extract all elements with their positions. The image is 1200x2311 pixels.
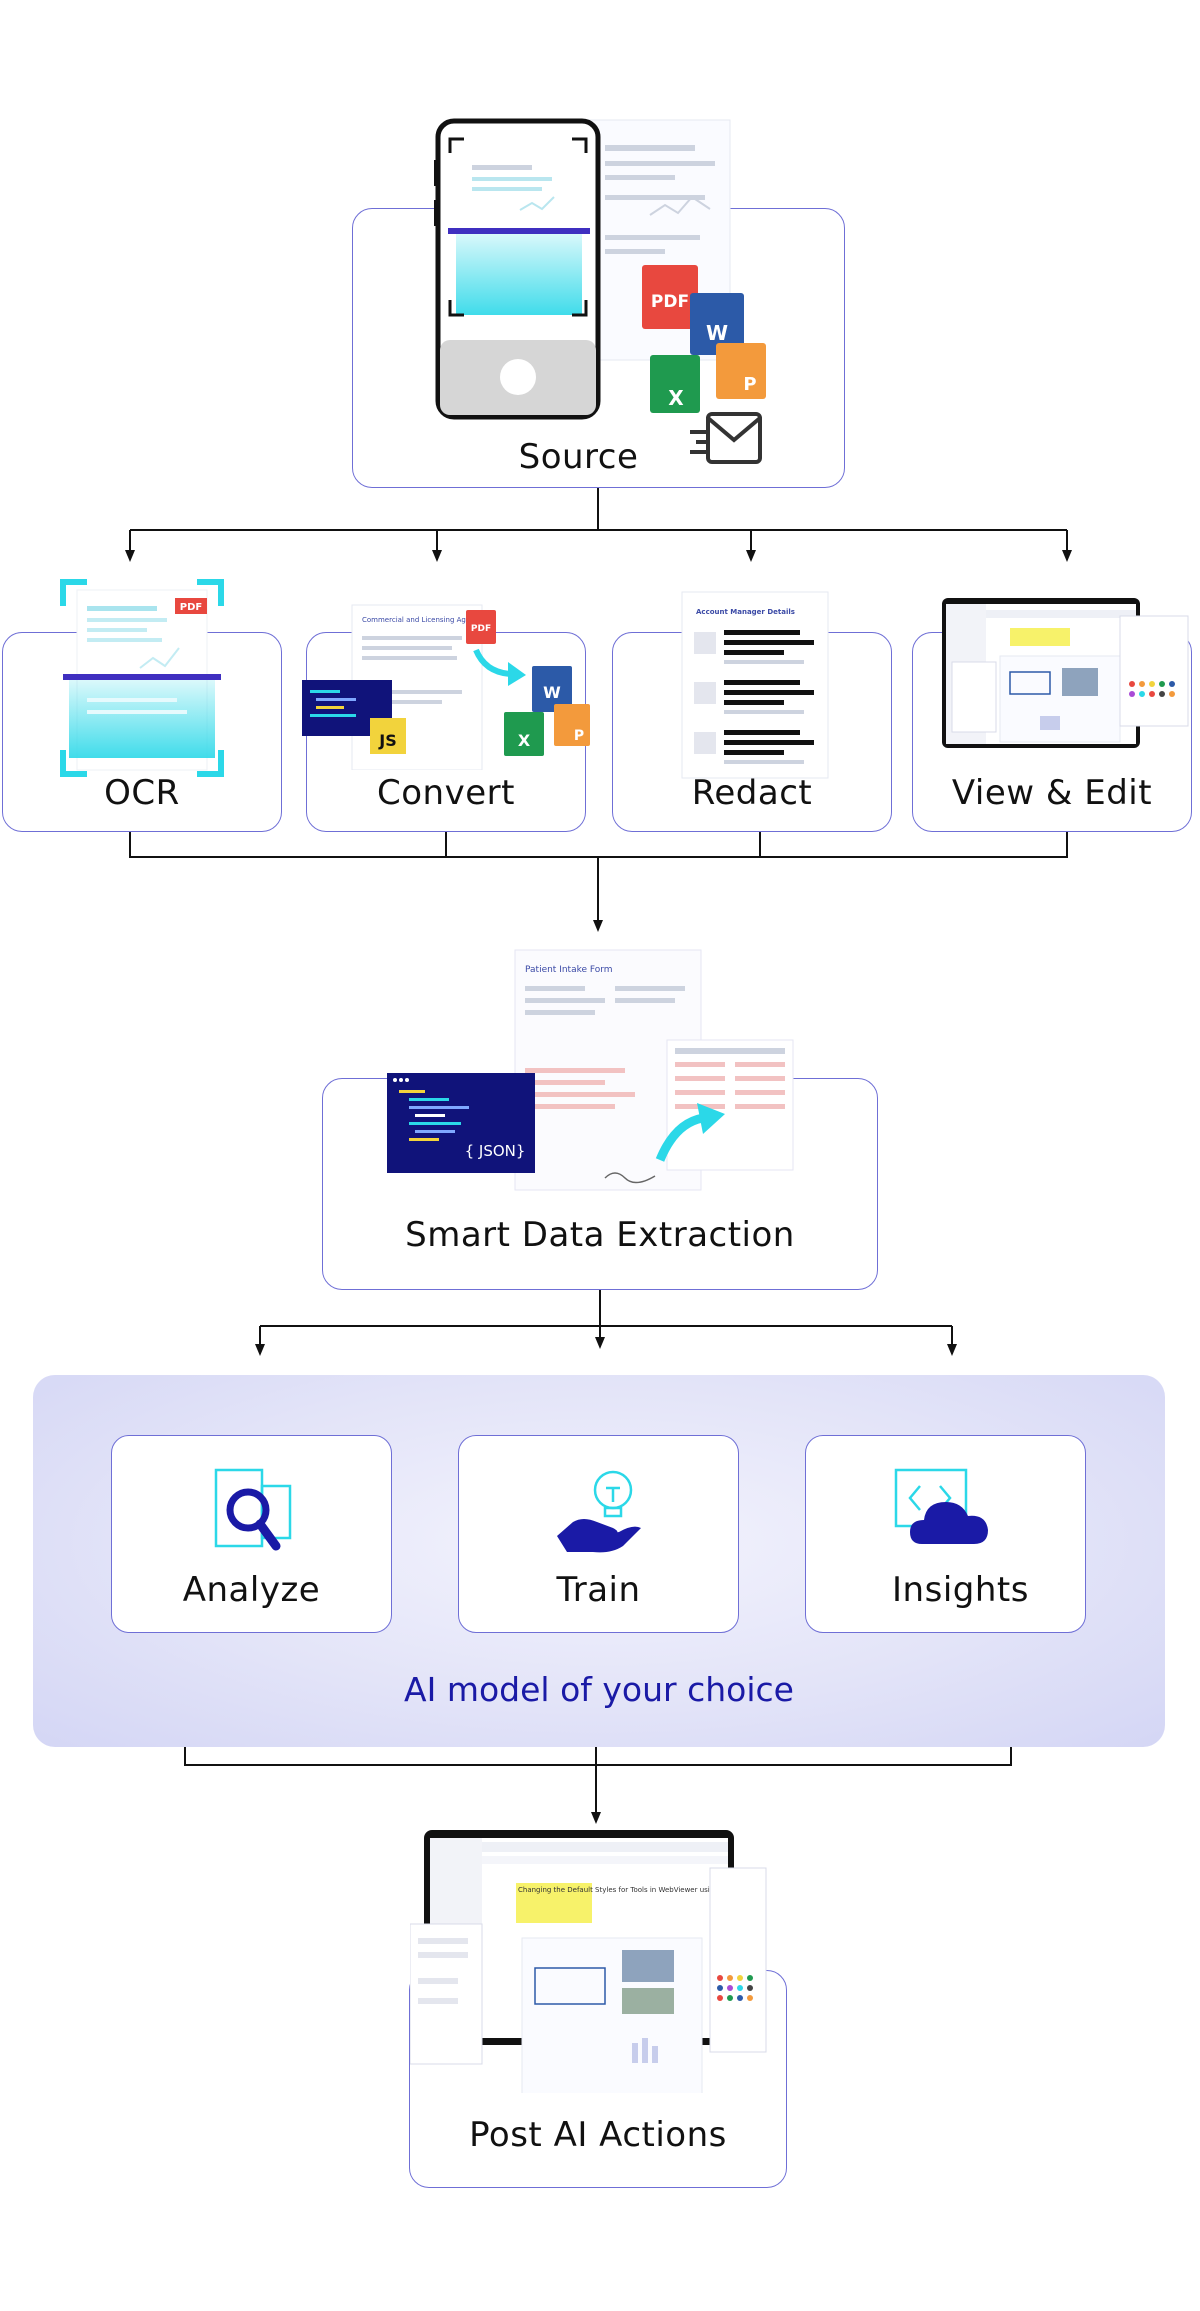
svg-text:Patient Intake Form: Patient Intake Form [525, 965, 613, 975]
view-edit-label: View & Edit [951, 773, 1153, 813]
svg-text:JS: JS [378, 731, 396, 750]
ai-panel-caption: AI model of your choice [404, 1670, 794, 1709]
analyze-label: Analyze [182, 1570, 321, 1610]
hand-lightbulb-icon [557, 1470, 641, 1553]
train-label: Train [556, 1570, 641, 1610]
source-label: Source [518, 437, 639, 477]
ocr-label: OCR [104, 773, 180, 813]
svg-text:Commercial and Licensing Agree: Commercial and Licensing Agreement [362, 616, 496, 624]
phone-scanner-icon: PDF W P X [434, 118, 766, 420]
svg-text:P: P [743, 374, 756, 395]
svg-text:W: W [543, 683, 561, 702]
svg-text:P: P [574, 728, 584, 744]
svg-text:Account Manager Details: Account Manager Details [696, 608, 795, 616]
connector-ai-merge [184, 1747, 1012, 1766]
cloud-code-icon [894, 1468, 988, 1544]
svg-text:Changing the Default Styles fo: Changing the Default Styles for Tools in… [518, 1886, 757, 1894]
insights-label: Insights [892, 1570, 1029, 1610]
viewer-editor-screenshot [942, 598, 1189, 748]
email-icon [690, 412, 762, 464]
data-extraction-illustration: Patient Intake Form { JSON} [387, 949, 794, 1191]
svg-text:PDF: PDF [471, 624, 491, 634]
redact-label: Redact [691, 773, 813, 813]
svg-text:PDF: PDF [180, 602, 202, 613]
redacted-document-icon: Account Manager Details [681, 591, 829, 779]
convert-label: Convert [377, 773, 515, 813]
connector-tools-bar [129, 832, 1068, 858]
smart-data-extraction-label: Smart Data Extraction [405, 1215, 795, 1255]
ocr-scan-icon: PDF [60, 579, 224, 777]
post-ai-actions-label: Post AI Actions [469, 2115, 727, 2155]
convert-icon: Commercial and Licensing Agreement JS PD… [302, 604, 590, 770]
svg-text:W: W [706, 321, 728, 345]
ai-model-panel: Analyze Train Insights AI model of your … [33, 1375, 1165, 1747]
svg-text:X: X [668, 386, 684, 410]
magnifier-document-icon [214, 1468, 292, 1551]
insights-node: Insights [805, 1435, 1086, 1633]
train-node: Train [458, 1435, 739, 1633]
pdf-badge-text: PDF [651, 292, 689, 312]
svg-text:X: X [518, 731, 531, 750]
post-ai-editor-screenshot: Changing the Default Styles for Tools in… [410, 1830, 767, 2093]
analyze-node: Analyze [111, 1435, 392, 1633]
json-badge-text: { JSON} [465, 1142, 526, 1160]
